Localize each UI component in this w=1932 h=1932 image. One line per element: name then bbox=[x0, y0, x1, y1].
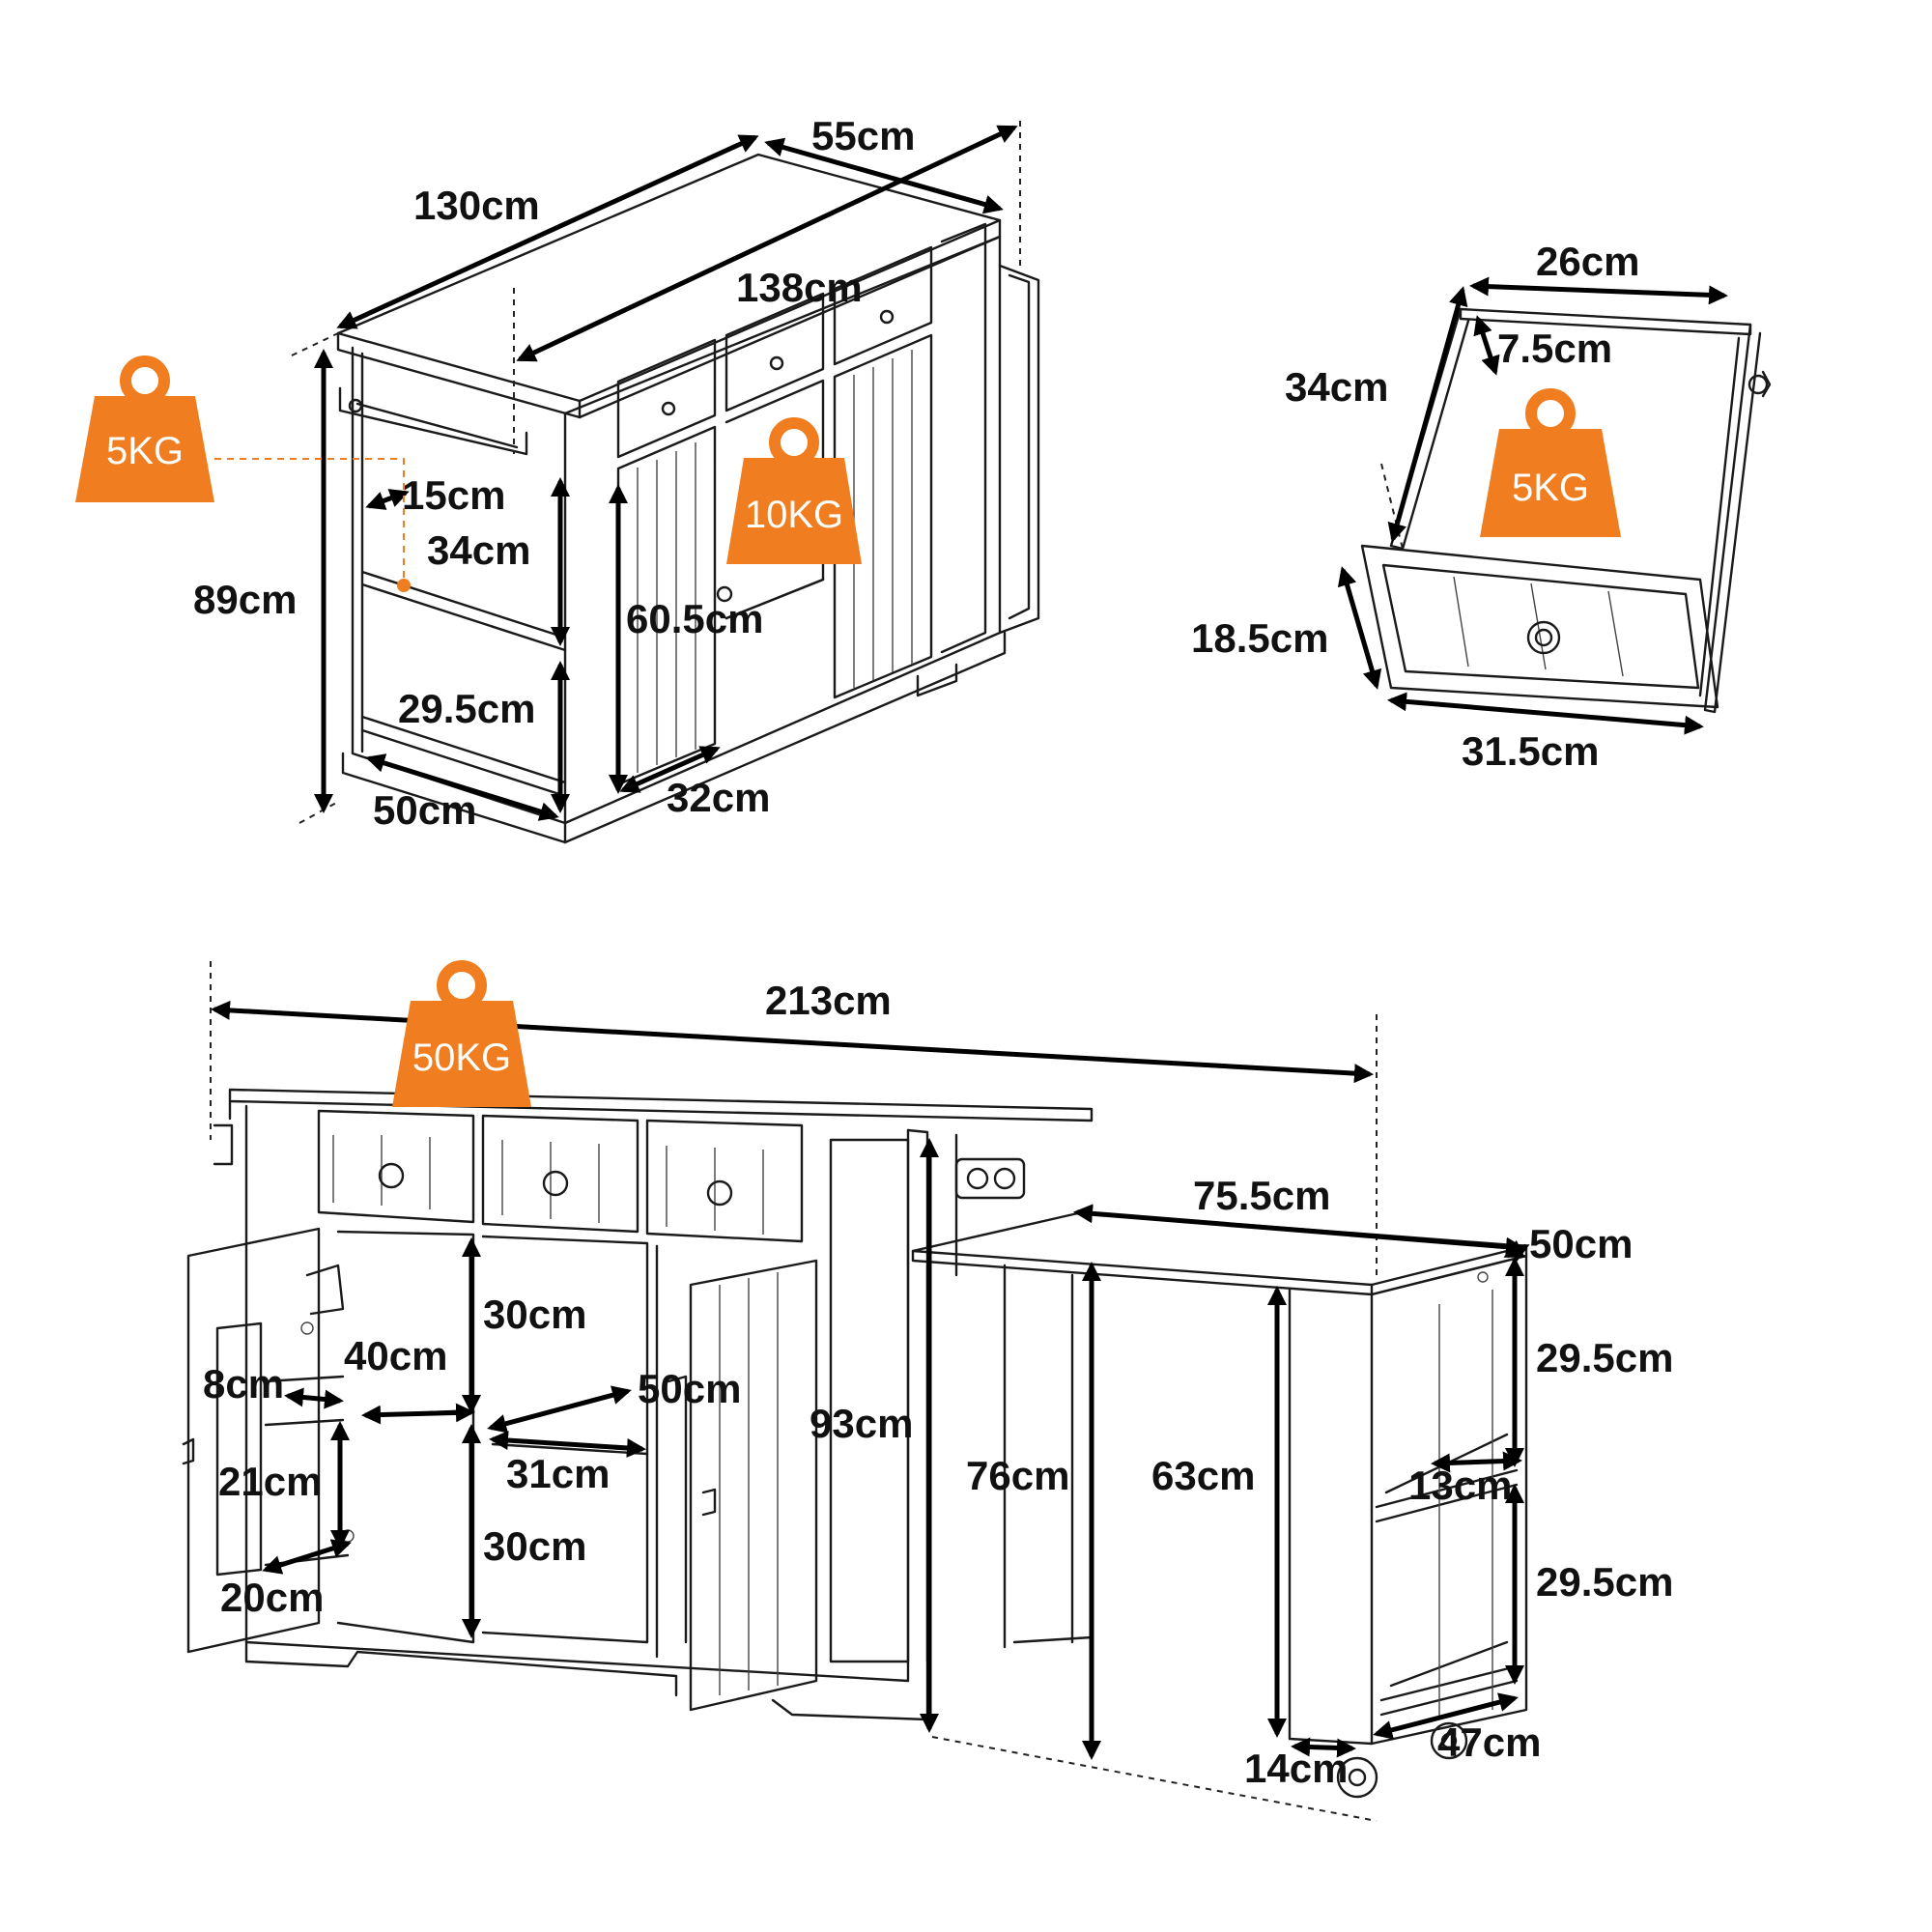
label-extension-length: 75.5cm bbox=[1193, 1173, 1330, 1218]
label-shelf-gap: 13cm bbox=[1408, 1463, 1512, 1508]
knob-icon bbox=[769, 355, 784, 371]
label-rack-width: 20cm bbox=[220, 1575, 324, 1620]
label-door-cabinet-height: 60.5cm bbox=[626, 596, 763, 641]
label-table-height: 76cm bbox=[966, 1453, 1069, 1498]
label-base-width: 47cm bbox=[1437, 1719, 1541, 1765]
label-shelf-lower: 29.5cm bbox=[1536, 1559, 1673, 1605]
label-total-length: 213cm bbox=[765, 978, 892, 1023]
label-drawer-inner-height: 7.5cm bbox=[1497, 326, 1612, 371]
label-extension-depth: 50cm bbox=[1529, 1221, 1633, 1266]
label-island-height: 93cm bbox=[810, 1401, 913, 1446]
label-height: 89cm bbox=[193, 577, 297, 622]
label-cabinet-lower-height: 30cm bbox=[483, 1523, 586, 1569]
drawer-dimension-lines bbox=[1337, 276, 1728, 735]
label-base-height: 14cm bbox=[1244, 1746, 1348, 1791]
knob-icon bbox=[706, 1179, 733, 1207]
weight-cabinet: 10KG bbox=[745, 494, 843, 536]
label-lower-shelf-height: 29.5cm bbox=[398, 686, 535, 731]
weight-icon: 5KG bbox=[75, 355, 214, 502]
weight-icon: 50KG bbox=[392, 960, 531, 1107]
weight-icon: 5KG bbox=[1480, 388, 1621, 537]
power-socket-icon bbox=[954, 1157, 1026, 1200]
label-drawer-front-width: 31.5cm bbox=[1462, 728, 1599, 774]
top-view-dimension-lines bbox=[314, 125, 1018, 821]
label-cabinet-upper-height: 30cm bbox=[483, 1292, 586, 1337]
knob-icon bbox=[1747, 374, 1769, 395]
knob-icon bbox=[542, 1170, 569, 1197]
label-cabinet-shelf-depth: 40cm bbox=[344, 1333, 447, 1378]
front-view-dimension-lines bbox=[211, 1000, 1530, 1760]
label-upper-shelf-height: 34cm bbox=[427, 527, 530, 573]
weight-towel-bar: 5KG bbox=[106, 430, 184, 472]
label-cabinet-depth: 50cm bbox=[638, 1366, 741, 1411]
label-drawer-front-height: 18.5cm bbox=[1191, 615, 1328, 661]
label-shelf-upper: 29.5cm bbox=[1536, 1335, 1673, 1380]
label-door-cabinet-width: 32cm bbox=[667, 775, 770, 820]
knob-icon bbox=[716, 585, 733, 603]
weight-drawer: 5KG bbox=[1512, 467, 1589, 509]
load-point-marker bbox=[397, 579, 411, 592]
label-depth: 55cm bbox=[811, 113, 915, 158]
knob-icon bbox=[879, 309, 895, 325]
caster-wheel-icon bbox=[1336, 1756, 1378, 1799]
label-side-width: 50cm bbox=[373, 787, 476, 833]
label-rack-depth: 8cm bbox=[203, 1361, 284, 1406]
knob-icon bbox=[1526, 620, 1561, 655]
label-leg-clearance: 63cm bbox=[1151, 1453, 1255, 1498]
weight-top: 50KG bbox=[412, 1037, 511, 1079]
label-extended-length: 138cm bbox=[736, 265, 863, 310]
label-rack-height: 21cm bbox=[218, 1459, 322, 1504]
label-cabinet-width: 31cm bbox=[506, 1451, 610, 1496]
label-drawer-width: 26cm bbox=[1536, 239, 1639, 284]
label-drawer-depth: 34cm bbox=[1285, 364, 1388, 410]
knob-icon bbox=[378, 1162, 405, 1189]
label-side-shelf-depth: 15cm bbox=[402, 472, 505, 518]
knob-icon bbox=[661, 401, 676, 416]
weight-icon: 10KG bbox=[726, 417, 862, 564]
label-length: 130cm bbox=[413, 183, 540, 228]
